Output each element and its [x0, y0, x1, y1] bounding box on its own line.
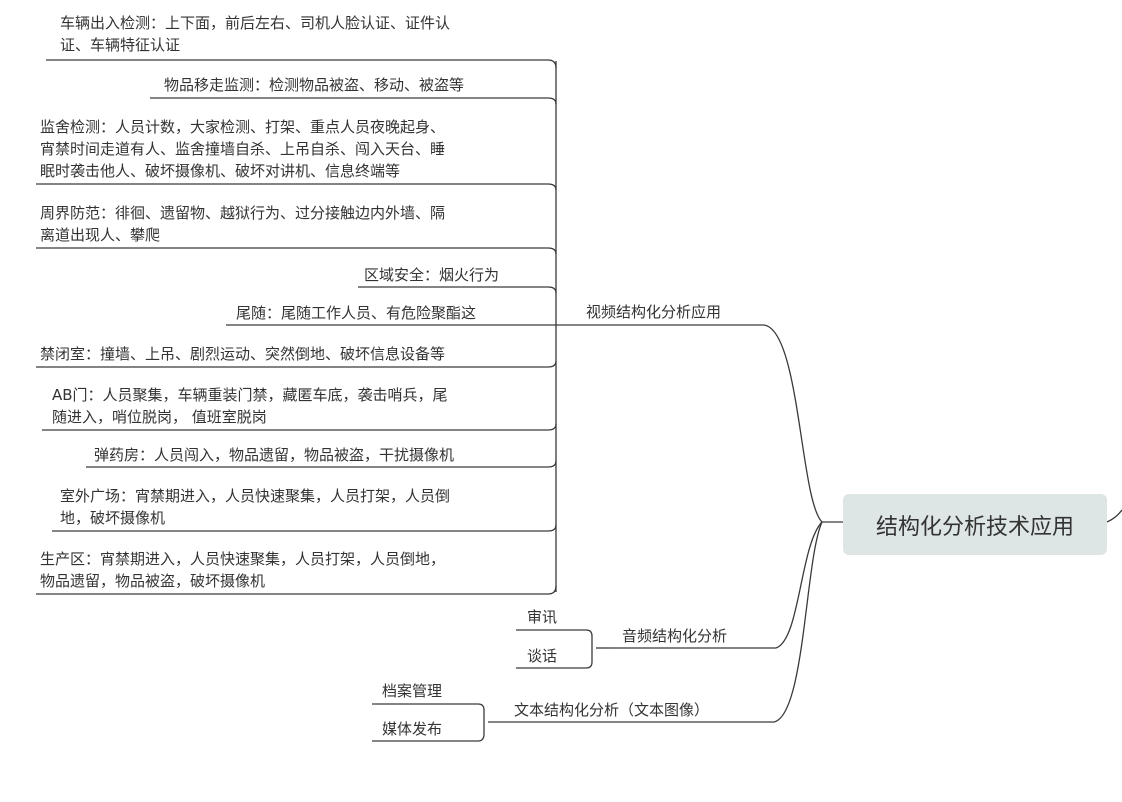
topic-perimeter[interactable]: 周界防范：徘徊、遗留物、越狱行为、过分接触边内外墙、隔 离道出现人、攀爬 — [40, 202, 445, 246]
topic-line: 地，破坏摄像机 — [60, 509, 166, 527]
topic-line: 室外广场：宵禁期进入，人员快速聚集，人员打架，人员倒 — [60, 487, 451, 505]
topic-cell-detection[interactable]: 监舍检测：人员计数，大家检测、打架、重点人员夜晚起身、 宵禁时间走道有人、监舍撞… — [40, 116, 445, 182]
topic-confinement[interactable]: 禁闭室：撞墙、上吊、剧烈运动、突然倒地、破坏信息设备等 — [40, 343, 445, 365]
topic-line: 监舍检测：人员计数，大家检测、打架、重点人员夜晚起身、 — [40, 118, 446, 136]
topic-ab-gate[interactable]: AB门：人员聚集，车辆重装门禁，藏匿车底，袭击哨兵，尾 随进入，哨位脱岗， 值班… — [52, 384, 448, 428]
topic-line: 弹药房：人员闯入，物品遗留，物品被盗，干扰摄像机 — [94, 446, 455, 464]
topic-line: 宵禁时间走道有人、监舍撞墙自杀、上吊自杀、闯入天台、睡 — [40, 140, 446, 158]
topic-line: 离道出现人、攀爬 — [40, 226, 161, 244]
branch-text-label: 文本结构化分析（文本图像） — [514, 701, 710, 719]
topic-production-area[interactable]: 生产区：宵禁期进入，人员快速聚集，人员打架，人员倒地， 物品遗留，物品被盗，破坏… — [40, 548, 445, 592]
topic-line: 车辆出入检测：上下面，前后左右、司机人脸认证、证件认 — [60, 14, 451, 32]
branch-audio-label: 音频结构化分析 — [622, 627, 728, 645]
topic-vehicle-detection[interactable]: 车辆出入检测：上下面，前后左右、司机人脸认证、证件认 证、车辆特征认证 — [60, 12, 450, 56]
topic-line: 周界防范：徘徊、遗留物、越狱行为、过分接触边内外墙、隔 — [40, 204, 446, 222]
topic-item-removal[interactable]: 物品移走监测：检测物品被盗、移动、被盗等 — [164, 74, 464, 96]
topic-conversation[interactable]: 谈话 — [527, 645, 557, 667]
topic-line: 生产区：宵禁期进入，人员快速聚集，人员打架，人员倒地， — [40, 550, 446, 568]
branch-video-label: 视频结构化分析应用 — [586, 303, 722, 321]
topic-line: 审讯 — [527, 608, 558, 626]
topic-line: 禁闭室：撞墙、上吊、剧烈运动、突然倒地、破坏信息设备等 — [40, 345, 446, 363]
topic-line: 媒体发布 — [382, 720, 443, 738]
topic-line: 眠时袭击他人、破坏摄像机、破坏对讲机、信息终端等 — [40, 162, 401, 180]
central-topic[interactable]: 结构化分析技术应用 — [843, 494, 1107, 555]
topic-line: 证、车辆特征认证 — [60, 36, 181, 54]
branch-audio[interactable]: 音频结构化分析 — [622, 625, 727, 647]
topic-line: 随进入，哨位脱岗， 值班室脱岗 — [52, 408, 267, 426]
topic-tailgating[interactable]: 尾随：尾随工作人员、有危险聚酯这 — [236, 302, 476, 324]
topic-interrogation[interactable]: 审讯 — [527, 606, 557, 628]
topic-line: 物品移走监测：检测物品被盗、移动、被盗等 — [164, 76, 465, 94]
topic-line: 尾随：尾随工作人员、有危险聚酯这 — [236, 304, 477, 322]
topic-line: 物品遗留，物品被盗，破坏摄像机 — [40, 572, 266, 590]
topic-outdoor-plaza[interactable]: 室外广场：宵禁期进入，人员快速聚集，人员打架，人员倒 地，破坏摄像机 — [60, 485, 450, 529]
topic-media-publishing[interactable]: 媒体发布 — [382, 718, 442, 740]
branch-text[interactable]: 文本结构化分析（文本图像） — [514, 699, 709, 721]
topic-line: 谈话 — [527, 647, 558, 665]
topic-line: 区域安全：烟火行为 — [364, 266, 500, 284]
topic-archive-management[interactable]: 档案管理 — [382, 680, 442, 702]
branch-video[interactable]: 视频结构化分析应用 — [586, 301, 721, 323]
topic-line: AB门：人员聚集，车辆重装门禁，藏匿车底，袭击哨兵，尾 — [52, 386, 448, 404]
topic-ammo-room[interactable]: 弹药房：人员闯入，物品遗留，物品被盗，干扰摄像机 — [94, 444, 454, 466]
topic-line: 档案管理 — [382, 682, 443, 700]
central-topic-label: 结构化分析技术应用 — [875, 514, 1074, 540]
topic-area-safety[interactable]: 区域安全：烟火行为 — [364, 264, 499, 286]
